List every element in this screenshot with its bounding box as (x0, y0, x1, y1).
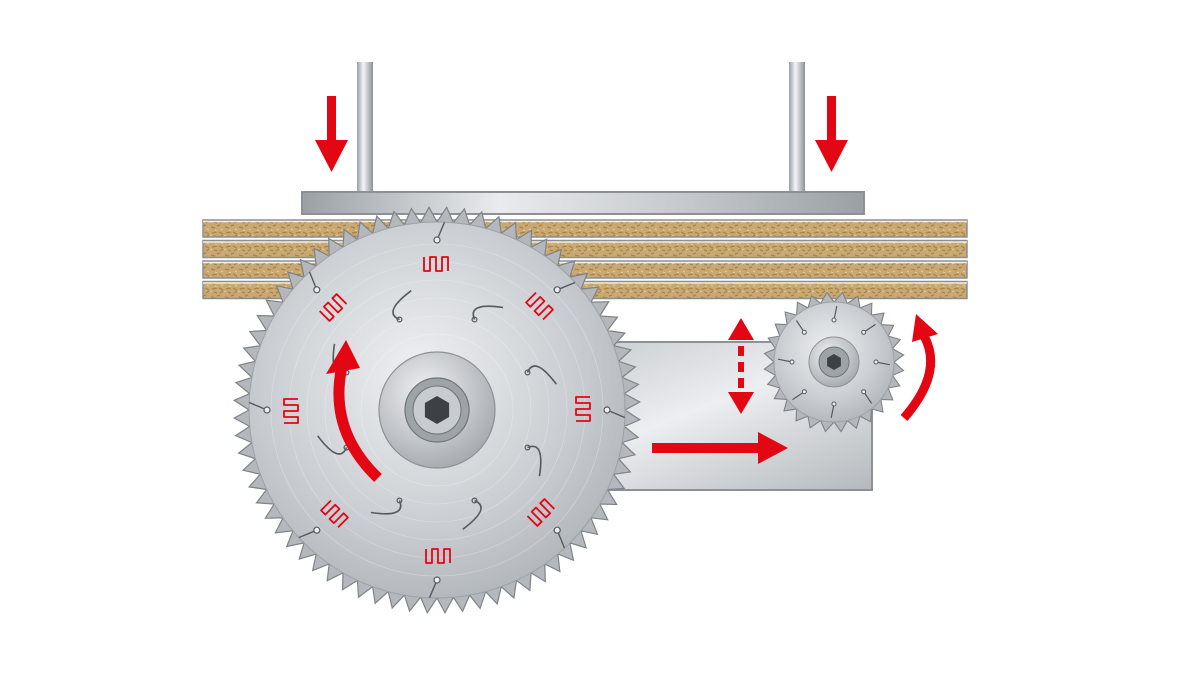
rotation-arrow-icon (900, 314, 938, 421)
down-arrow-icon (815, 96, 848, 172)
hex-socket-icon (424, 396, 450, 424)
noise-damper (525, 292, 554, 321)
double-arrow-vertical-icon (728, 318, 754, 414)
noise-damper (423, 256, 449, 272)
noise-damper (575, 396, 591, 422)
scoring-saw-blade (763, 291, 905, 433)
noise-damper (283, 398, 299, 424)
pressure-rod-right (789, 62, 805, 194)
noise-damper (319, 293, 348, 322)
pressure-rod-left (357, 62, 373, 194)
hex-socket-icon (827, 354, 841, 370)
noise-damper (526, 498, 555, 527)
board (202, 219, 968, 238)
rotation-arrow-icon (326, 340, 382, 482)
main-saw-blade (232, 205, 642, 615)
pressure-beam (301, 191, 865, 215)
noise-damper (425, 548, 451, 564)
feed-arrow-icon (652, 432, 788, 464)
noise-damper (320, 499, 349, 528)
down-arrow-icon (315, 96, 348, 172)
